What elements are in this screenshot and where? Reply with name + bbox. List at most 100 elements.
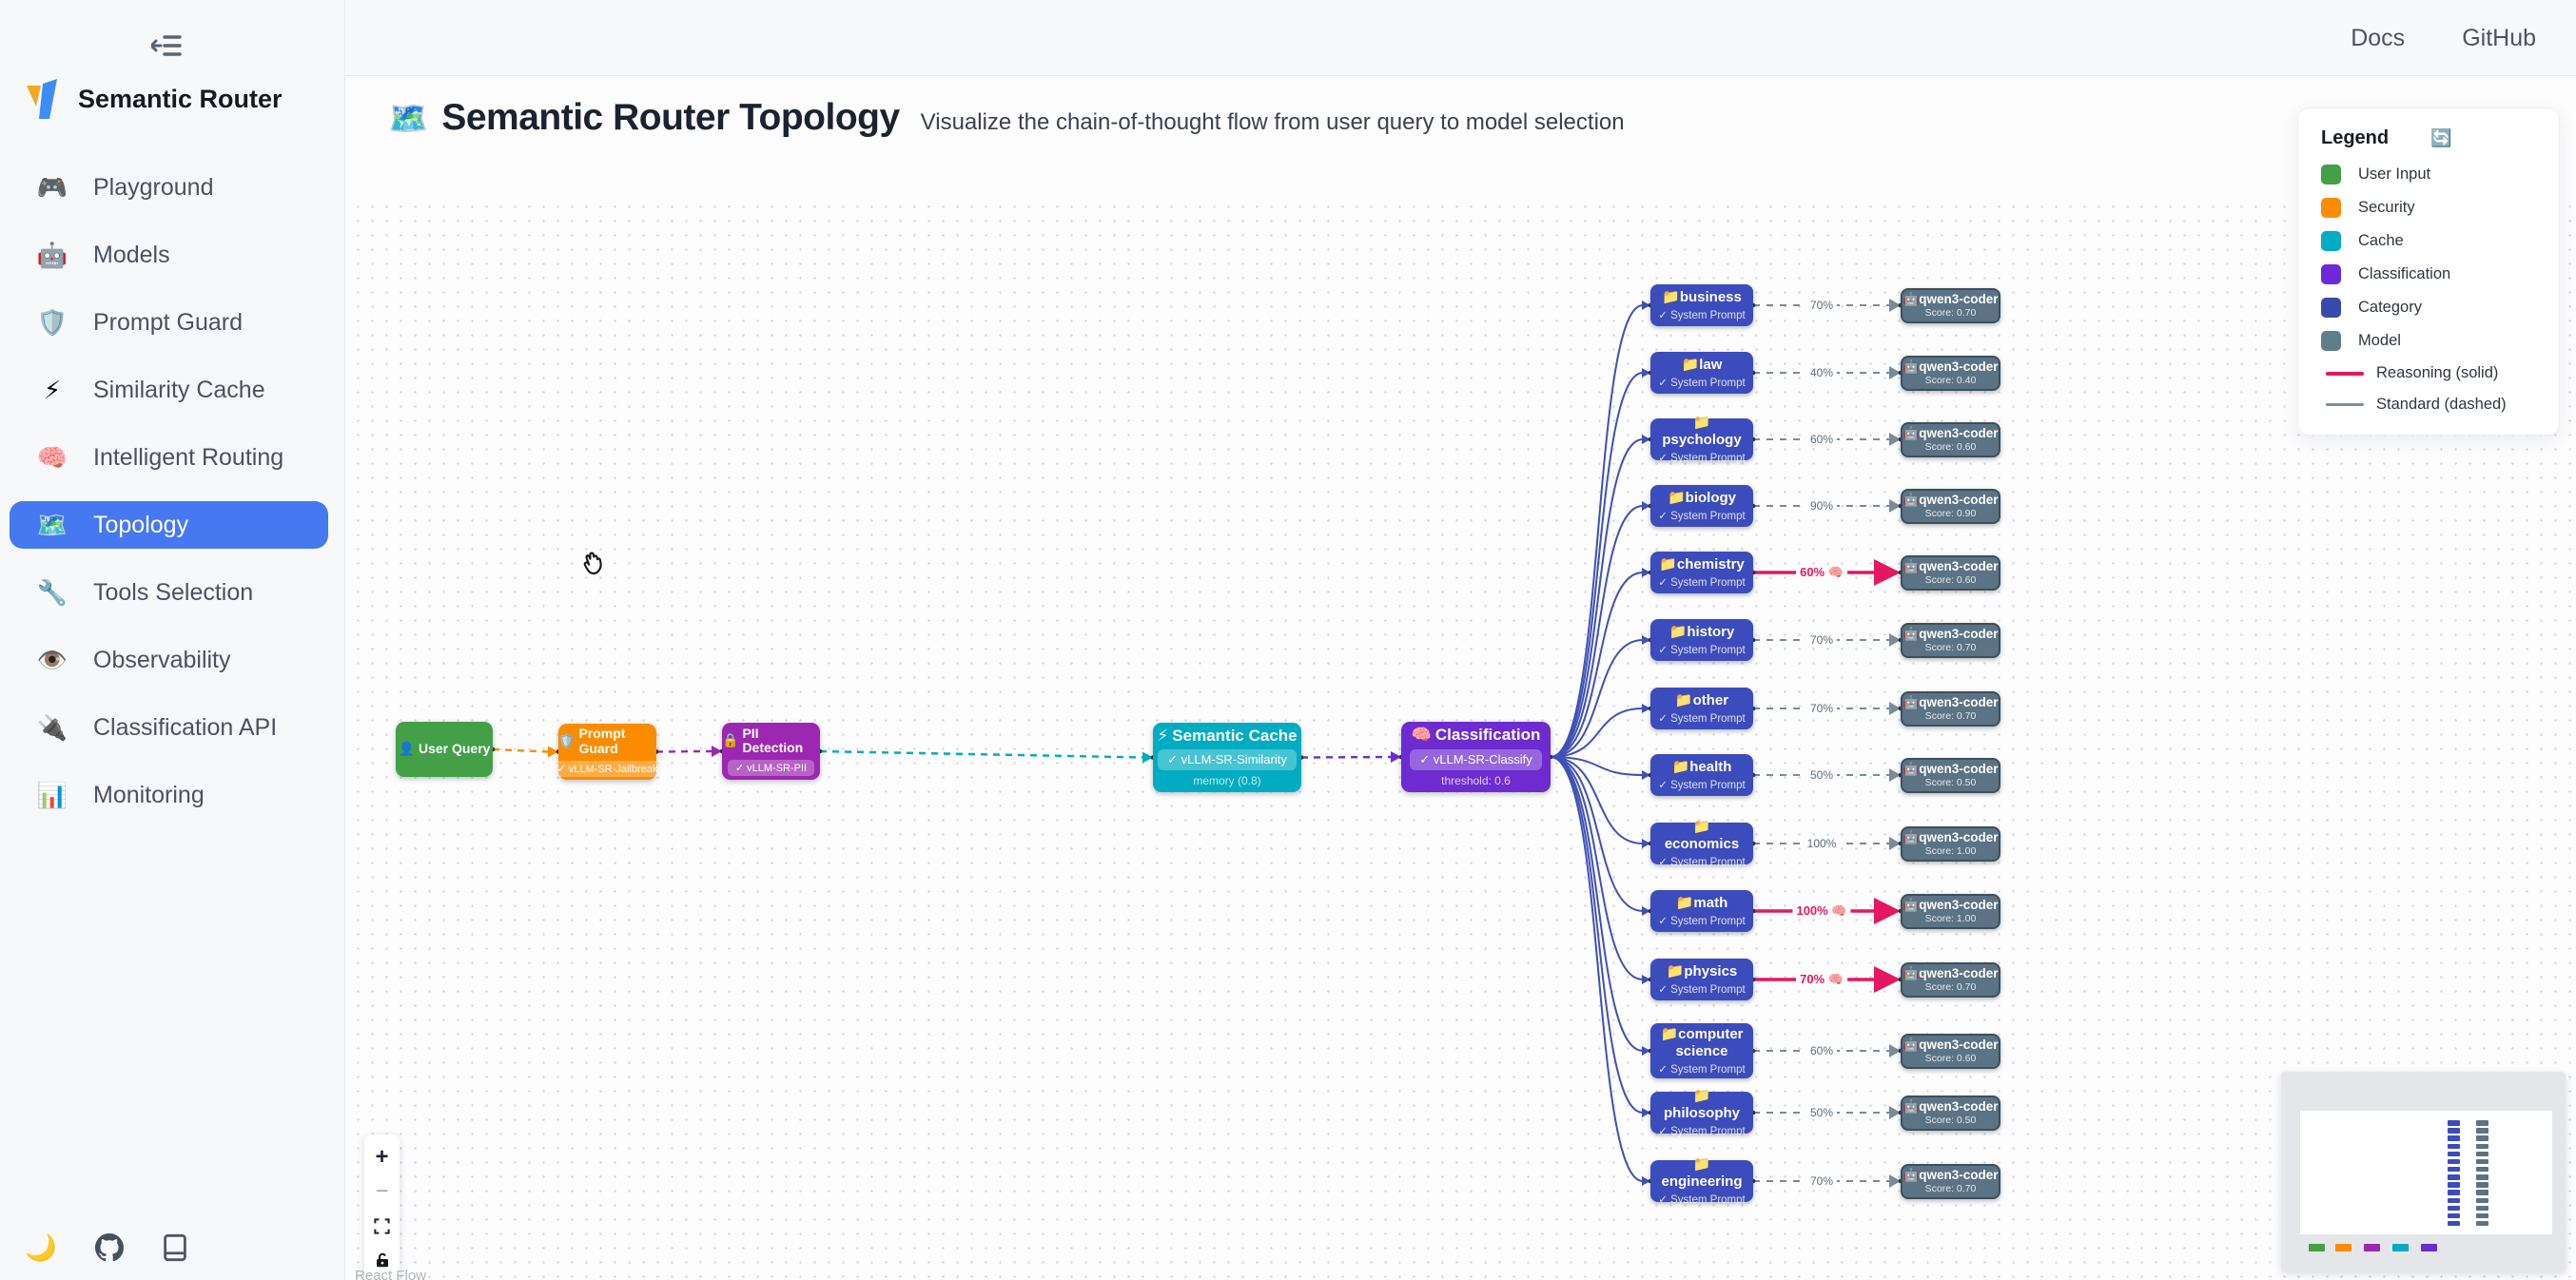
category-node-chemistry[interactable]: 📁chemistry✓ System Prompt (1650, 552, 1753, 593)
sidebar-item-tools-selection[interactable]: 🔧 Tools Selection (10, 569, 328, 616)
docs-book-icon[interactable] (162, 1233, 188, 1262)
theme-toggle-moon-icon[interactable]: 🌙 (25, 1233, 57, 1262)
edge-label: 60% (1805, 433, 1838, 446)
github-icon[interactable] (94, 1233, 124, 1262)
category-name: 📁computer science (1660, 1026, 1744, 1059)
category-name: 📁law (1681, 356, 1723, 373)
sidebar-item-label: Classification API (93, 713, 278, 741)
model-score: Score: 0.60 (1924, 574, 1977, 587)
minimap-node (2364, 1244, 2380, 1251)
model-name: 🤖qwen3-coder (1903, 1167, 1999, 1182)
monitoring-icon: 📊 (36, 780, 68, 809)
node-model-badge: ✓ vLLM-SR-Similarity (1158, 749, 1297, 771)
legend-swatch (2321, 298, 2341, 318)
node-title: 🔒PII Detection (722, 726, 820, 756)
sidebar-item-intelligent-routing[interactable]: 🧠Intelligent Routing (10, 434, 328, 481)
sidebar-collapse-button[interactable] (145, 27, 190, 65)
zoom-in-button[interactable]: + (375, 1144, 389, 1170)
sidebar: Semantic Router 🎮Playground 🤖Models 🛡️Prom… (0, 0, 345, 1280)
category-node-law[interactable]: 📁law✓ System Prompt (1650, 352, 1753, 394)
sidebar-item-label: Observability (93, 646, 231, 673)
zoom-out-button[interactable]: − (375, 1178, 389, 1204)
sidebar-item-similarity-cache[interactable]: ⚡Similarity Cache (10, 366, 328, 414)
models-icon: 🤖 (36, 240, 68, 269)
sidebar-item-label: Tools Selection (93, 578, 254, 606)
legend-reload-icon[interactable]: 🔄 (2430, 128, 2452, 147)
category-name: 📁other (1674, 691, 1729, 708)
category-system-prompt: ✓ System Prompt (1658, 511, 1746, 523)
minimap-node (2309, 1244, 2325, 1251)
prompt-guard-icon: 🛡️ (558, 732, 576, 748)
legend-label: Classification (2358, 265, 2451, 282)
minimap-node (2335, 1244, 2352, 1251)
minimap-node (2448, 1174, 2460, 1180)
category-name: 📁physics (1666, 962, 1738, 979)
legend-label: Category (2358, 299, 2422, 316)
node-title: 👤User Query (399, 741, 491, 756)
sidebar-nav: 🎮Playground 🤖Models 🛡️Prompt Guard ⚡Similar… (0, 164, 345, 839)
node-user-query[interactable]: 👤User Query (396, 722, 493, 777)
category-node-health[interactable]: 📁health✓ System Prompt (1650, 754, 1753, 796)
sidebar-item-classification-api[interactable]: 🔌Classification API (10, 704, 328, 751)
tools-selection-icon: 🔧 (36, 577, 68, 607)
sidebar-item-models[interactable]: 🤖Models (10, 231, 328, 279)
legend-row-reasoning-solid-: Reasoning (solid) (2321, 364, 2536, 382)
model-score: Score: 1.00 (1924, 913, 1977, 925)
node-pii-detection[interactable]: 🔒PII Detection✓ vLLM-SR-PII (722, 723, 820, 780)
category-node-philosophy[interactable]: 📁philosophy✓ System Prompt (1650, 1088, 1753, 1137)
category-node-business[interactable]: 📁business✓ System Prompt (1650, 284, 1753, 326)
sidebar-item-playground[interactable]: 🎮Playground (10, 164, 328, 211)
category-name: 📁psychology (1662, 415, 1742, 448)
fit-view-button[interactable] (364, 1209, 400, 1243)
node-title: 🧠Classification (1412, 726, 1541, 745)
category-system-prompt: ✓ System Prompt (1658, 916, 1746, 928)
flow-canvas[interactable]: 🗺️ Semantic Router Topology Visualize th… (345, 76, 2576, 1280)
minimap-node (2476, 1158, 2488, 1165)
sidebar-item-monitoring[interactable]: 📊Monitoring (10, 771, 328, 819)
react-flow-attribution[interactable]: React Flow (355, 1268, 427, 1280)
brand[interactable]: Semantic Router (23, 78, 283, 120)
sidebar-item-topology[interactable]: 🗺️Topology (10, 501, 328, 549)
node-prompt-guard[interactable]: 🛡️Prompt Guard✓ vLLM-SR-Jailbreak (549, 724, 666, 780)
category-node-physics[interactable]: 📁physics✓ System Prompt (1650, 959, 1753, 1000)
category-node-psychology[interactable]: 📁psychology✓ System Prompt (1650, 415, 1753, 464)
lock-button[interactable] (364, 1243, 400, 1277)
category-node-biology[interactable]: 📁biology✓ System Prompt (1650, 485, 1753, 527)
sidebar-item-label: Intelligent Routing (93, 443, 284, 471)
category-node-history[interactable]: 📁history✓ System Prompt (1650, 619, 1753, 661)
category-node-other[interactable]: 📁other✓ System Prompt (1650, 688, 1753, 729)
minimap-node (2476, 1128, 2488, 1134)
sidebar-item-label: Playground (93, 173, 214, 201)
legend-swatch (2321, 165, 2341, 184)
category-system-prompt: ✓ System Prompt (1658, 780, 1746, 792)
category-node-computer-science[interactable]: 📁computer science✓ System Prompt (1650, 1023, 1753, 1078)
legend-line-sample (2326, 371, 2364, 376)
minimap-node (2476, 1212, 2488, 1219)
sidebar-item-prompt-guard[interactable]: 🛡️Prompt Guard (10, 299, 328, 346)
category-node-economics[interactable]: 📁economics✓ System Prompt (1650, 819, 1753, 868)
github-link[interactable]: GitHub (2462, 24, 2536, 51)
page-subtitle: Visualize the chain-of-thought flow from… (920, 109, 1625, 135)
category-node-engineering[interactable]: 📁engineering✓ System Prompt (1650, 1156, 1753, 1206)
sidebar-item-observability[interactable]: 👁️Observability (10, 636, 328, 684)
docs-link[interactable]: Docs (2351, 24, 2406, 51)
edge-label: 70% (1805, 633, 1838, 647)
category-node-math[interactable]: 📁math✓ System Prompt (1650, 890, 1753, 932)
minimap[interactable] (2281, 1072, 2566, 1272)
